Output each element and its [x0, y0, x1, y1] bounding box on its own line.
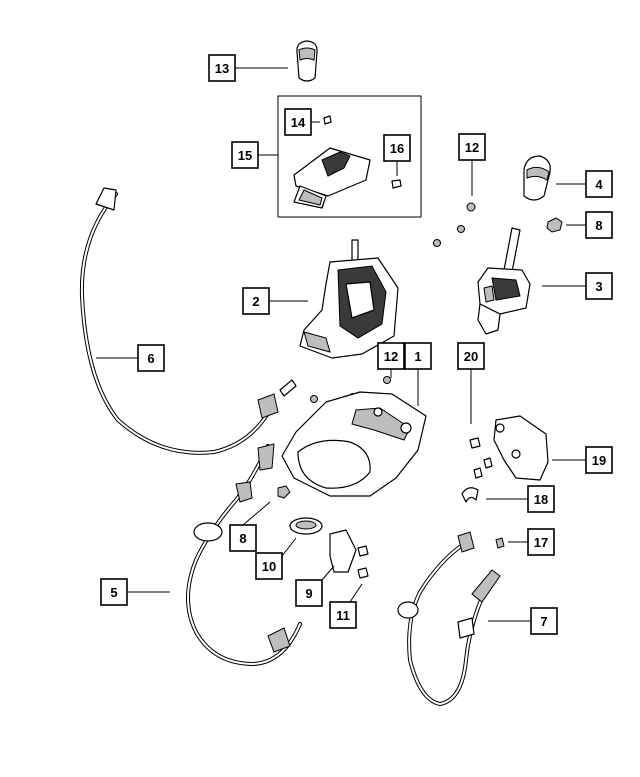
callout-10-label: 10 [262, 559, 276, 574]
callout-6: 6 [96, 344, 165, 372]
callout-4: 4 [556, 170, 613, 198]
callout-15: 15 [231, 141, 278, 169]
callout-19-label: 19 [592, 453, 606, 468]
callout-7: 7 [488, 607, 558, 635]
clip-14 [323, 115, 332, 125]
shift-bezel-15 [293, 147, 371, 209]
shifter-assembly-3 [477, 227, 531, 335]
nut-8-upper [546, 217, 563, 233]
callout-20-label: 20 [464, 349, 478, 364]
callout-9: 9 [295, 565, 335, 607]
callout-12-lower: 12 [377, 342, 405, 378]
shifter-bracket-1 [281, 391, 427, 497]
callout-1-label: 1 [414, 349, 421, 364]
callout-12-upper: 12 [458, 133, 486, 196]
callout-12-upper-label: 12 [465, 140, 479, 155]
callout-1: 1 [404, 342, 432, 406]
bulb-16 [391, 179, 402, 189]
bracket-19 [493, 415, 549, 481]
callout-13-label: 13 [215, 61, 229, 76]
callout-5-label: 5 [110, 585, 117, 600]
callout-9-label: 9 [305, 586, 312, 601]
shift-knob-13 [296, 40, 318, 82]
callout-16-label: 16 [390, 141, 404, 156]
callout-11: 11 [329, 583, 363, 629]
callout-11-label: 11 [336, 608, 350, 623]
callout-15-label: 15 [238, 148, 252, 163]
nut-8-lower [277, 485, 291, 499]
callout-16: 16 [383, 134, 411, 176]
callout-8-upper-label: 8 [595, 218, 602, 233]
callout-17-label: 17 [534, 535, 548, 550]
cable-7 [397, 531, 501, 707]
callout-6-label: 6 [147, 351, 154, 366]
callout-8-lower-label: 8 [239, 531, 246, 546]
callout-8-lower: 8 [229, 501, 271, 552]
nut-17 [495, 537, 505, 549]
inset-frame [277, 95, 422, 218]
callout-8-upper: 8 [566, 211, 613, 239]
callout-14: 14 [284, 108, 320, 136]
callout-3: 3 [542, 272, 613, 300]
callout-10: 10 [255, 537, 297, 580]
callout-3-label: 3 [595, 279, 602, 294]
callout-13: 13 [208, 54, 288, 82]
callout-20: 20 [457, 342, 485, 424]
callout-12-lower-label: 12 [384, 349, 398, 364]
callout-18-label: 18 [534, 492, 548, 507]
bracket-9 [329, 529, 357, 573]
cable-6 [79, 187, 297, 455]
callout-19: 19 [552, 446, 613, 474]
callout-5: 5 [100, 578, 170, 606]
shifter-assembly-2 [299, 239, 399, 359]
clip-18 [461, 487, 479, 503]
callout-7-label: 7 [540, 614, 547, 629]
bolts-20 [469, 437, 493, 479]
cable-5 [186, 443, 302, 667]
callout-4-label: 4 [595, 177, 603, 192]
shift-knob-4 [523, 155, 551, 201]
seal-ring-10 [289, 517, 323, 535]
callout-17: 17 [508, 528, 555, 556]
bolts-11 [357, 545, 369, 579]
callout-18: 18 [486, 485, 555, 513]
callout-14-label: 14 [291, 115, 306, 130]
callout-2: 2 [242, 287, 308, 315]
callout-2-label: 2 [252, 294, 259, 309]
